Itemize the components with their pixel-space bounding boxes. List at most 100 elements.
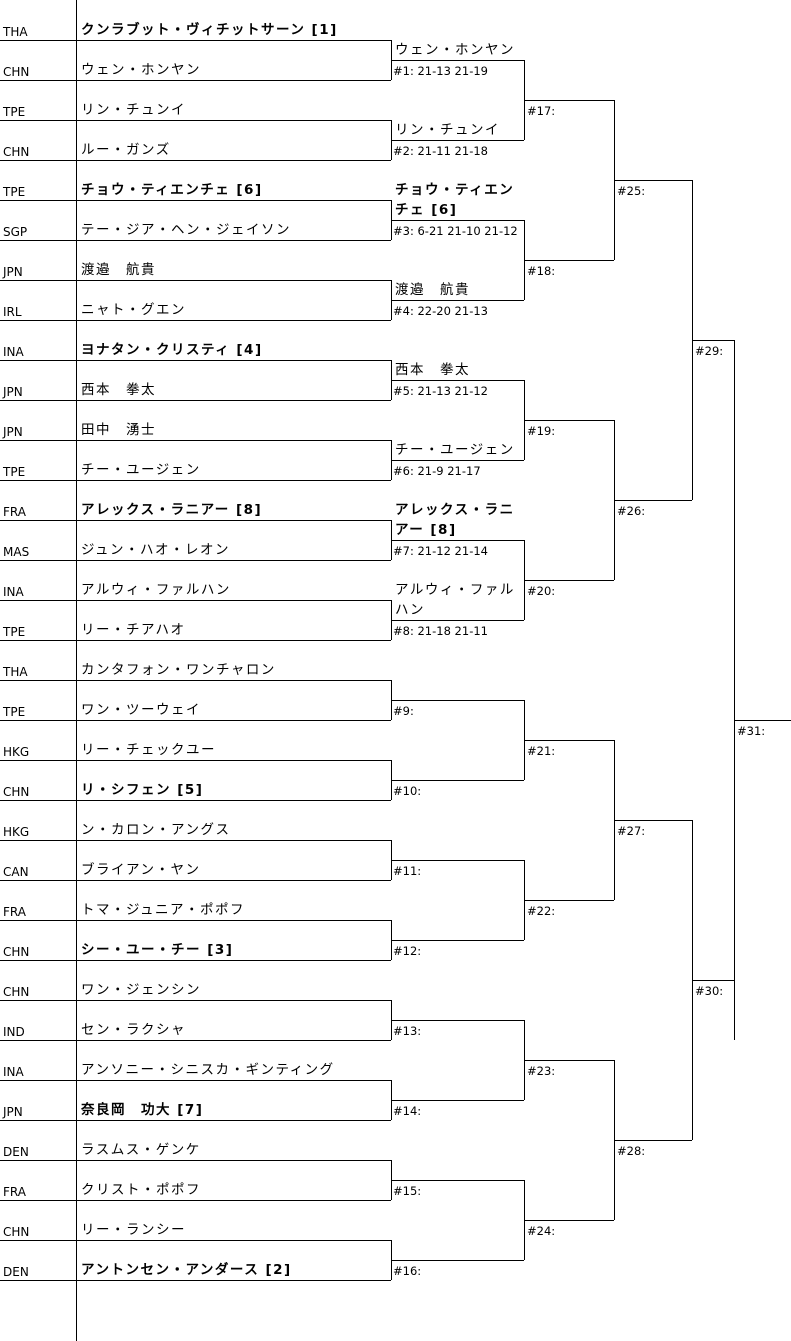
- match-score: #3: 6-21 21-10 21-12: [393, 224, 518, 238]
- match-winner: チョウ・ティエンチェ [6]: [395, 182, 515, 218]
- match-score: #4: 22-20 21-13: [393, 304, 488, 318]
- round3-result-line: [614, 500, 692, 501]
- player-country: INA: [3, 1065, 24, 1079]
- player-line: [80, 880, 391, 881]
- player-country: CHN: [3, 785, 30, 799]
- player-line: [80, 1200, 391, 1201]
- match-connector: [734, 340, 735, 1040]
- player-line: [80, 400, 391, 401]
- round1-result-line: [391, 940, 524, 941]
- match-score: #1: 21-13 21-19: [393, 64, 488, 78]
- match-winner: チー・ユージェン: [395, 442, 515, 458]
- player-country: DEN: [3, 1265, 29, 1279]
- column-separator: [76, 0, 77, 1341]
- player-line: [80, 360, 391, 361]
- round1-result-line: [391, 220, 524, 221]
- round1-result-line: [391, 1260, 524, 1261]
- round4-result-line: [692, 340, 734, 341]
- round1-result-line: [391, 1020, 524, 1021]
- player-name: アントンセン・アンダース [2]: [81, 1262, 292, 1278]
- player-name: ラスムス・ゲンケ: [81, 1142, 201, 1158]
- match-label: #19:: [527, 424, 556, 438]
- row-divider: [0, 1120, 80, 1121]
- player-country: DEN: [3, 1145, 29, 1159]
- row-divider: [0, 920, 80, 921]
- round2-result-line: [524, 1060, 614, 1061]
- row-divider: [0, 760, 80, 761]
- match-label: #18:: [527, 264, 556, 278]
- player-line: [80, 920, 391, 921]
- player-country: INA: [3, 585, 24, 599]
- round3-result-line: [614, 1140, 692, 1141]
- player-name: ニャト・グエン: [81, 302, 186, 318]
- player-line: [80, 600, 391, 601]
- match-score: #11:: [393, 864, 422, 878]
- player-name: リ・シフェン [5]: [81, 782, 204, 798]
- player-line: [80, 1080, 391, 1081]
- row-divider: [0, 160, 80, 161]
- match-score: #8: 21-18 21-11: [393, 624, 488, 638]
- round1-result-line: [391, 1100, 524, 1101]
- player-line: [80, 640, 391, 641]
- player-name: クリスト・ポポフ: [81, 1182, 201, 1198]
- row-divider: [0, 400, 80, 401]
- player-name: アレックス・ラニアー [8]: [81, 502, 263, 518]
- round1-result-line: [391, 620, 524, 621]
- player-line: [80, 320, 391, 321]
- player-line: [80, 520, 391, 521]
- player-name: セン・ラクシャ: [81, 1022, 186, 1038]
- round2-result-line: [524, 100, 614, 101]
- row-divider: [0, 80, 80, 81]
- row-divider: [0, 1160, 80, 1161]
- match-score: #12:: [393, 944, 422, 958]
- row-divider: [0, 480, 80, 481]
- match-score: #2: 21-11 21-18: [393, 144, 488, 158]
- player-name: ウェン・ホンヤン: [81, 62, 201, 78]
- player-line: [80, 1000, 391, 1001]
- row-divider: [0, 1000, 80, 1001]
- row-divider: [0, 1080, 80, 1081]
- row-divider: [0, 1040, 80, 1041]
- row-divider: [0, 720, 80, 721]
- player-line: [80, 1040, 391, 1041]
- row-divider: [0, 40, 80, 41]
- round3-result-line: [614, 180, 692, 181]
- round1-result-line: [391, 140, 524, 141]
- match-winner: アレックス・ラニアー [8]: [395, 502, 515, 538]
- player-line: [80, 280, 391, 281]
- round4-result-line: [692, 980, 734, 981]
- player-name: リー・チアハオ: [81, 622, 186, 638]
- player-line: [80, 720, 391, 721]
- player-line: [80, 240, 391, 241]
- player-name: シー・ユー・チー [3]: [81, 942, 234, 958]
- round3-result-line: [614, 820, 692, 821]
- match-winner: リン・チュンイ: [395, 122, 500, 138]
- match-label: #26:: [617, 504, 646, 518]
- match-label: #17:: [527, 104, 556, 118]
- player-country: JPN: [3, 425, 23, 439]
- round2-result-line: [524, 1220, 614, 1221]
- match-score: #9:: [393, 704, 414, 718]
- match-winner: 渡邉 航貴: [395, 282, 470, 298]
- match-score: #7: 21-12 21-14: [393, 544, 488, 558]
- player-name: クンラブット・ヴィチットサーン [1]: [81, 22, 338, 38]
- round1-result-line: [391, 860, 524, 861]
- row-divider: [0, 800, 80, 801]
- match-label: #24:: [527, 1224, 556, 1238]
- player-country: THA: [3, 25, 28, 39]
- player-name: リン・チュンイ: [81, 102, 186, 118]
- player-country: JPN: [3, 265, 23, 279]
- match-score: #5: 21-13 21-12: [393, 384, 488, 398]
- round1-result-line: [391, 460, 524, 461]
- row-divider: [0, 120, 80, 121]
- player-country: INA: [3, 345, 24, 359]
- player-country: CHN: [3, 145, 30, 159]
- player-name: ジュン・ハオ・レオン: [81, 542, 231, 558]
- player-line: [80, 120, 391, 121]
- player-country: JPN: [3, 1105, 23, 1119]
- player-name: チョウ・ティエンチェ [6]: [81, 182, 263, 198]
- match-score: #6: 21-9 21-17: [393, 464, 481, 478]
- final-result-line: [734, 720, 791, 721]
- player-line: [80, 1280, 391, 1281]
- match-label: #21:: [527, 744, 556, 758]
